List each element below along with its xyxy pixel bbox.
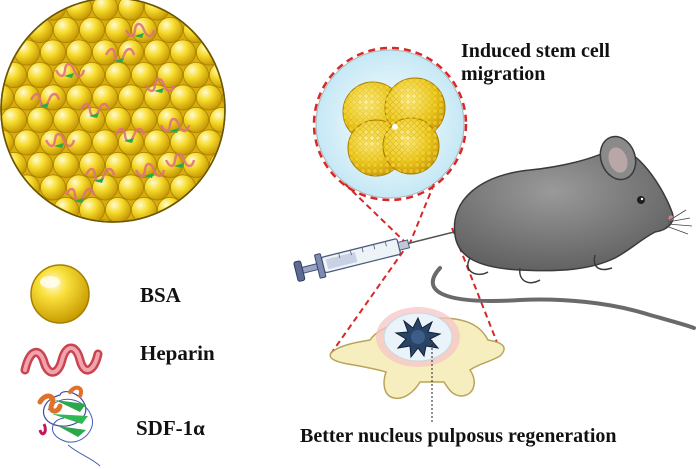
heparin-strand [144,77,176,93]
bsa-sphere [169,84,196,111]
bsa-sphere [13,84,41,111]
sdf-protein-icon [37,385,101,467]
heparin-strand [159,117,191,133]
syringe [293,227,471,282]
bsa-sphere [118,39,145,66]
bsa-sphere [182,62,209,89]
bsa-sphere [118,219,145,221]
bsa-sphere [92,129,119,156]
sdf-strand [94,178,104,183]
bsa-sphere [66,84,93,111]
heparin-strand [134,162,166,178]
bsa-sphere [92,0,119,21]
bsa-sphere [92,84,119,111]
bsa-sphere [182,151,209,178]
bsa-sphere [26,62,54,89]
sdf-strand [74,198,84,203]
bsa-sphere [2,151,28,178]
bsa-sphere [105,106,132,133]
bsa-sphere [130,196,157,221]
bsa-sphere [105,151,132,178]
heparin-strand [124,22,156,38]
microsphere-aggregate [342,77,446,177]
bsa-sphere [40,174,67,201]
bsa-sphere [92,39,119,66]
sdf-strand [64,73,74,78]
bsa-sphere [66,129,93,156]
sdf-strand [144,173,154,178]
bsa-sphere [143,129,170,156]
bsa-sphere [40,129,67,156]
sdf-strand [124,138,134,143]
sdf-strand [54,143,64,148]
migration-caption: Induced stem cell migration [461,40,610,85]
bsa-sphere [208,151,224,178]
bsa-sphere [2,106,28,133]
bsa-sphere-icon [30,264,90,324]
sdf-strand [134,33,144,38]
microsphere-cluster [0,0,226,223]
sdf-strand [39,103,49,108]
bsa-sphere [221,84,224,111]
bsa-sphere [143,174,170,201]
bsa-sphere [156,16,183,44]
bsa-sphere [195,84,222,111]
sdf-strand [169,128,179,133]
heparin-strand [164,152,196,168]
bsa-sphere [26,151,54,178]
bsa-sphere [79,196,106,221]
bsa-sphere [105,196,132,221]
legend-label-bsa: BSA [140,283,181,307]
nucleus-pulposus-icon [394,316,442,359]
bsa-sphere [169,39,196,66]
bsa-sphere [118,84,145,111]
bsa-sphere [53,151,80,178]
bsa-sphere [156,106,183,133]
bsa-sphere [130,62,157,89]
bsa-sphere [40,39,67,66]
zoom-lens [312,46,468,202]
regeneration-caption: Better nucleus pulposus regeneration [300,425,617,447]
bsa-sphere [2,84,15,111]
bsa-sphere [13,174,41,201]
bsa-sphere [195,174,222,201]
sdf-strand [174,163,184,168]
bsa-sphere [169,129,196,156]
bsa-sphere [79,106,106,133]
bsa-sphere [66,174,93,201]
bsa-sphere [118,174,145,201]
bsa-sphere [105,62,132,89]
bsa-sphere [53,16,80,44]
bsa-sphere [92,219,119,221]
sdf-strand [89,113,99,118]
bsa-sphere [26,16,54,44]
bsa-sphere [26,106,54,133]
bsa-sphere [130,106,157,133]
heparin-coil-icon [20,343,103,377]
bsa-sphere [66,39,93,66]
legend-label-sdf: SDF-1α [136,416,205,440]
bsa-sphere [182,16,209,44]
vertebra-disc [329,307,505,424]
bsa-sphere [143,39,170,66]
sdf-strand [154,88,164,93]
heparin-strand [44,132,76,148]
bsa-sphere [79,16,106,44]
bsa-sphere [79,151,106,178]
heparin-strand [54,62,86,78]
bsa-sphere [13,39,41,66]
bsa-sphere [13,129,41,156]
legend-label-heparin: Heparin [140,341,215,365]
mouse-illustration [430,135,696,330]
bsa-sphere [2,62,28,89]
sdf-strand [114,58,124,63]
bsa-sphere [53,106,80,133]
bsa-sphere [105,16,132,44]
bsa-sphere [156,62,183,89]
bsa-sphere [208,106,224,133]
